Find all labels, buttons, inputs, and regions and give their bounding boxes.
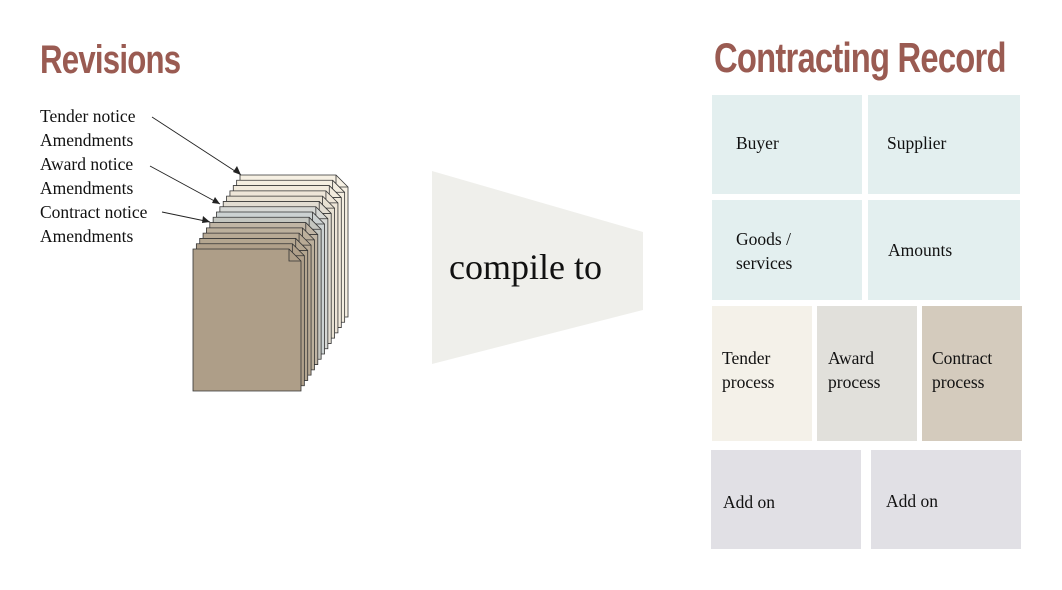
arrowhead-tender	[233, 166, 241, 175]
pointer-arrows	[149, 116, 242, 223]
goods-services-box: Goods / services	[712, 200, 862, 300]
contracting-record-title: Contracting Record	[714, 34, 1007, 81]
contract-label: Contract	[932, 348, 993, 368]
contract-process-label: process	[932, 372, 985, 392]
tender-process-label: process	[722, 372, 775, 392]
revision-item-tender-notice: Tender notice	[40, 106, 136, 126]
revision-item-amendments: Amendments	[40, 130, 134, 150]
revision-item-contract-notice: Contract notice	[40, 202, 148, 222]
revision-item-award-notice: Award notice	[40, 154, 134, 174]
add-on-label-2: Add on	[886, 491, 939, 511]
document-fold-corner	[288, 249, 301, 262]
services-label: services	[736, 253, 793, 273]
compile-funnel	[432, 171, 643, 364]
supplier-box: Supplier	[868, 95, 1020, 194]
add-on-label-1: Add on	[723, 492, 776, 512]
contract-process-box: Contract process	[922, 306, 1022, 441]
arrowhead-award	[212, 197, 220, 204]
award-process-label: process	[828, 372, 881, 392]
goods-label: Goods /	[736, 229, 791, 249]
pointer-arrow-award	[149, 165, 221, 205]
pointer-arrow-tender	[151, 116, 242, 176]
tender-label: Tender	[722, 348, 771, 368]
compile-to-label: compile to	[449, 247, 602, 287]
buyer-box: Buyer	[712, 95, 862, 194]
add-on-box-1: Add on	[711, 450, 861, 549]
revision-document-page	[192, 248, 302, 392]
amounts-label: Amounts	[888, 240, 953, 260]
revisions-title: Revisions	[40, 38, 181, 82]
amounts-box: Amounts	[868, 200, 1020, 300]
revision-list: Tender notice Amendments Award notice Am…	[40, 104, 147, 248]
revision-item-amendments: Amendments	[40, 178, 134, 198]
arrowhead-contract	[202, 216, 210, 223]
tender-process-box: Tender process	[712, 306, 812, 441]
award-label: Award	[828, 348, 875, 368]
award-process-box: Award process	[817, 306, 917, 441]
add-on-box-2: Add on	[871, 450, 1021, 549]
revision-item-amendments: Amendments	[40, 226, 134, 246]
pointer-arrow-contract	[161, 211, 211, 223]
revision-documents	[192, 174, 349, 392]
buyer-label: Buyer	[736, 133, 779, 153]
supplier-label: Supplier	[887, 133, 947, 153]
